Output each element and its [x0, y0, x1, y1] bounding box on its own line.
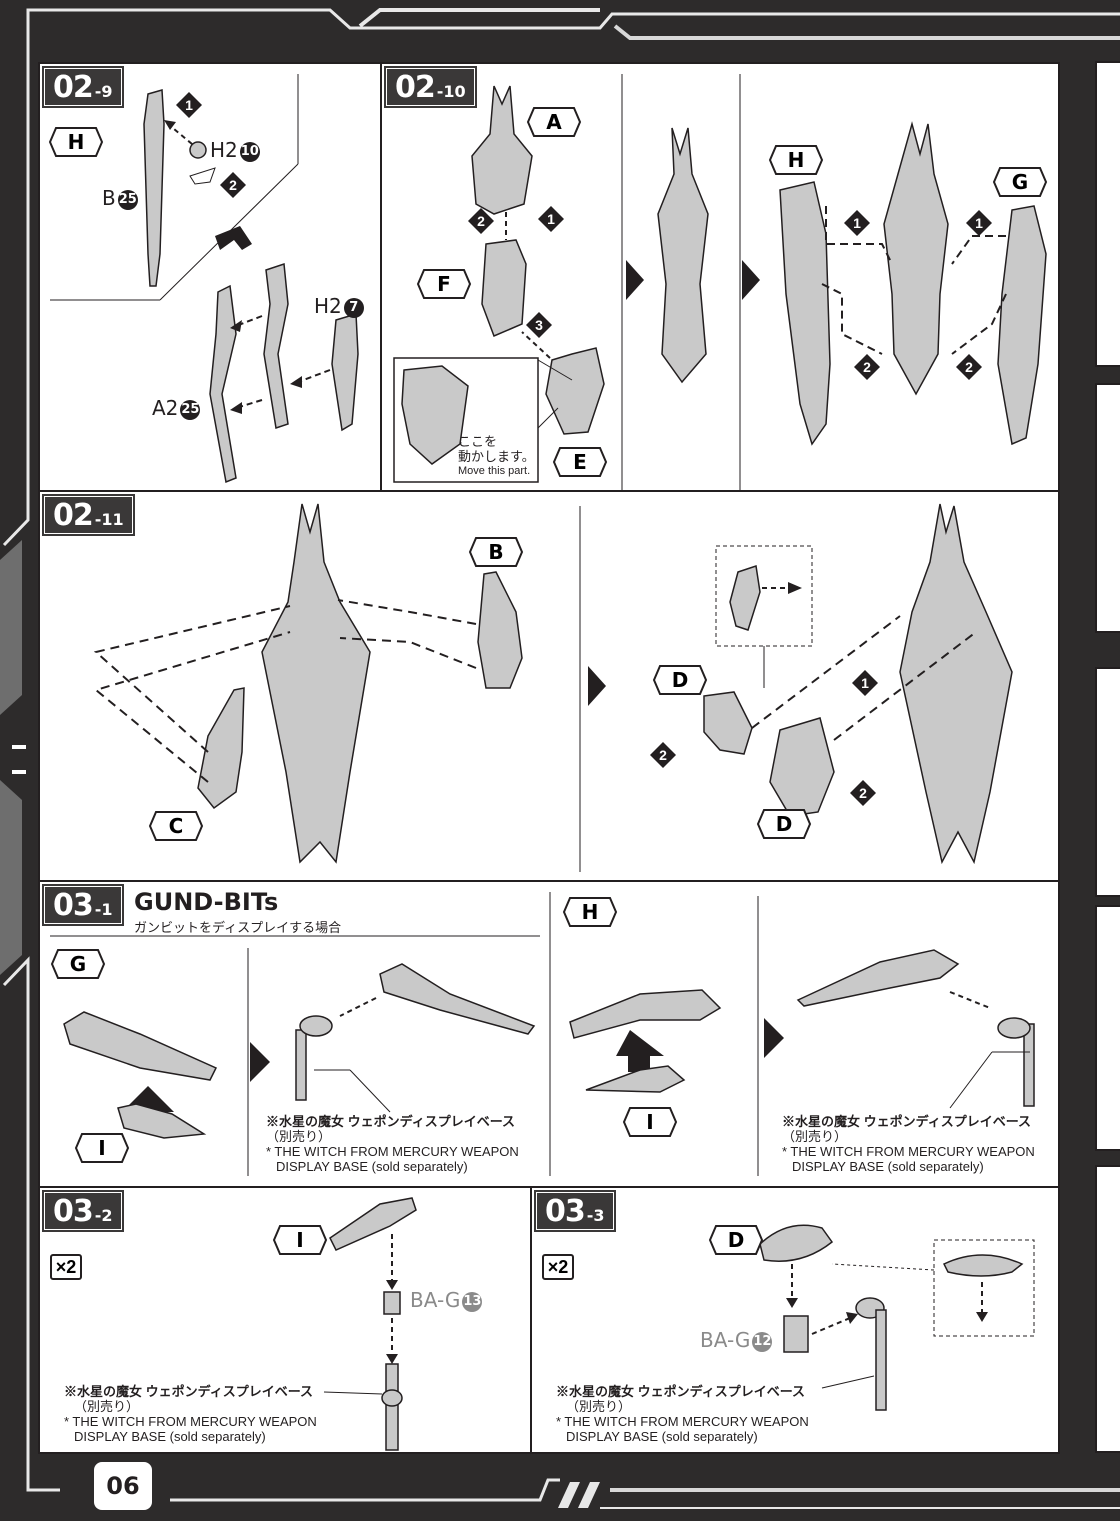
- display-base-note-jp1: ※水星の魔女 ウェポンディスプレイベース: [64, 1384, 314, 1399]
- multiplier-badge: ×2: [50, 1254, 82, 1280]
- step-03-1-panel: 03-1 GUND-BITs ガンビットをディスプレイする場合 G I H I …: [38, 880, 1060, 1188]
- part-label-i2: I: [622, 1106, 678, 1138]
- step-02-10-diagram: [393, 74, 1047, 492]
- order-mark-2b: 2: [850, 780, 876, 806]
- display-base-note-jp2: （別売り）: [566, 1399, 632, 1414]
- display-base-note-en2: DISPLAY BASE (sold separately): [74, 1429, 266, 1444]
- order-mark-1: 1: [538, 206, 564, 232]
- part-label-d: D: [652, 664, 708, 696]
- part-label-i: I: [272, 1224, 328, 1256]
- part-label-b: B: [468, 536, 524, 568]
- step-number-tag: 02-11: [42, 494, 135, 536]
- section-title: GUND-BITs: [134, 888, 279, 916]
- display-base-note-jp1b: ※水星の魔女 ウェポンディスプレイベース: [782, 1114, 1032, 1129]
- order-mark-2c: 2: [956, 354, 982, 380]
- part-label-d: D: [708, 1224, 764, 1256]
- display-base-note-en1: * THE WITCH FROM MERCURY WEAPON: [556, 1414, 809, 1429]
- display-base-note-jp2b: （別売り）: [782, 1129, 848, 1144]
- page-number: 06: [94, 1462, 152, 1510]
- move-note-jp: ここを 動かします。: [458, 434, 535, 464]
- part-label-a: A: [526, 106, 582, 138]
- part-label-g: G: [50, 948, 106, 980]
- order-mark-1c: 1: [966, 210, 992, 236]
- display-base-note-en2b: DISPLAY BASE (sold separately): [792, 1159, 984, 1174]
- display-base-note-jp2: （別売り）: [74, 1399, 140, 1414]
- display-base-note-jp2: （別売り）: [266, 1129, 332, 1144]
- step-main: 02: [53, 70, 94, 105]
- step-02-9-diagram: [50, 74, 359, 484]
- part-label-h: H: [768, 144, 824, 176]
- part-label-e: E: [552, 446, 608, 478]
- display-base-note-jp1: ※水星の魔女 ウェポンディスプレイベース: [266, 1114, 516, 1129]
- order-mark-1b: 1: [844, 210, 870, 236]
- order-mark-2: 2: [650, 742, 676, 768]
- step-03-2-diagram: [323, 1197, 417, 1451]
- section-subtitle: ガンビットをディスプレイする場合: [134, 920, 342, 935]
- step-02-10-panel: 02-10 A F E H G 1 2 3 1 1 2 2: [380, 62, 1060, 492]
- part-label-f: F: [416, 268, 472, 300]
- part-label-h: H: [562, 896, 618, 928]
- part-label-h: H: [48, 126, 104, 158]
- part-label-i: I: [74, 1132, 130, 1164]
- order-mark-1: 1: [852, 670, 878, 696]
- order-mark-3: 3: [526, 312, 552, 338]
- display-base-note-en1b: * THE WITCH FROM MERCURY WEAPON: [782, 1144, 1035, 1159]
- part-label-g: G: [992, 166, 1048, 198]
- display-base-note-jp1: ※水星の魔女 ウェポンディスプレイベース: [556, 1384, 806, 1399]
- display-base-note-en2: DISPLAY BASE (sold separately): [276, 1159, 468, 1174]
- step-sub: -9: [94, 82, 113, 101]
- step-02-11-diagram: [93, 503, 1013, 872]
- step-02-11-panel: 02-11 B C D D 1 2 2: [38, 490, 1060, 882]
- part-label-d2: D: [756, 808, 812, 840]
- step-03-1-diagram: [50, 892, 1035, 1176]
- move-note-en: Move this part.: [458, 465, 531, 477]
- step-number-tag: 03-3: [534, 1190, 616, 1232]
- display-base-note-en1: * THE WITCH FROM MERCURY WEAPON: [64, 1414, 317, 1429]
- order-mark-1: 1: [176, 92, 202, 118]
- step-number-tag: 03-2: [42, 1190, 124, 1232]
- step-number-tag: 03-1: [42, 884, 124, 926]
- display-base-note-en1: * THE WITCH FROM MERCURY WEAPON: [266, 1144, 519, 1159]
- step-number-tag: 02-9: [42, 66, 124, 108]
- part-label-c: C: [148, 810, 204, 842]
- order-mark-2: 2: [468, 208, 494, 234]
- order-mark-2: 2: [220, 172, 246, 198]
- step-number-tag: 02-10: [384, 66, 477, 108]
- order-mark-2b: 2: [854, 354, 880, 380]
- display-base-note-en2: DISPLAY BASE (sold separately): [566, 1429, 758, 1444]
- multiplier-badge: ×2: [542, 1254, 574, 1280]
- step-03-3-diagram: [759, 1224, 1035, 1411]
